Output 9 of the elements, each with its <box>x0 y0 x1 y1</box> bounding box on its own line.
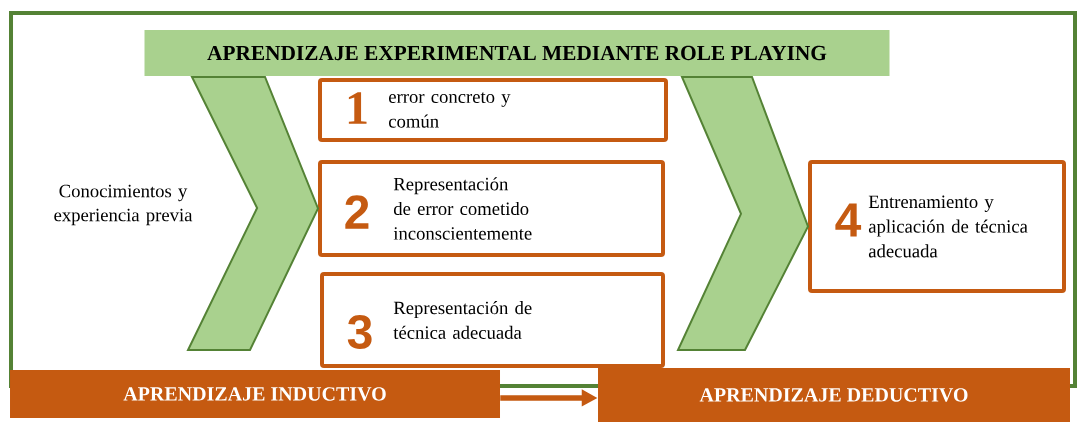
label-bar: APRENDIZAJE DEDUCTIVO <box>598 368 1070 422</box>
process-box: 3 Representación de técnica adecuada <box>320 272 665 368</box>
chevron-arrow <box>186 76 320 351</box>
label-bar: APRENDIZAJE INDUCTIVO <box>10 370 500 418</box>
process-box: 1 error concreto y común <box>318 78 668 142</box>
title-banner: APRENDIZAJE EXPERIMENTAL MEDIANTE ROLE PLAYING <box>144 30 890 76</box>
process-box: 2 Representación de error cometido inconscientemente <box>318 160 665 257</box>
text-label: Conocimientos y experiencia previa <box>54 184 193 226</box>
chevron-arrow <box>676 76 810 351</box>
